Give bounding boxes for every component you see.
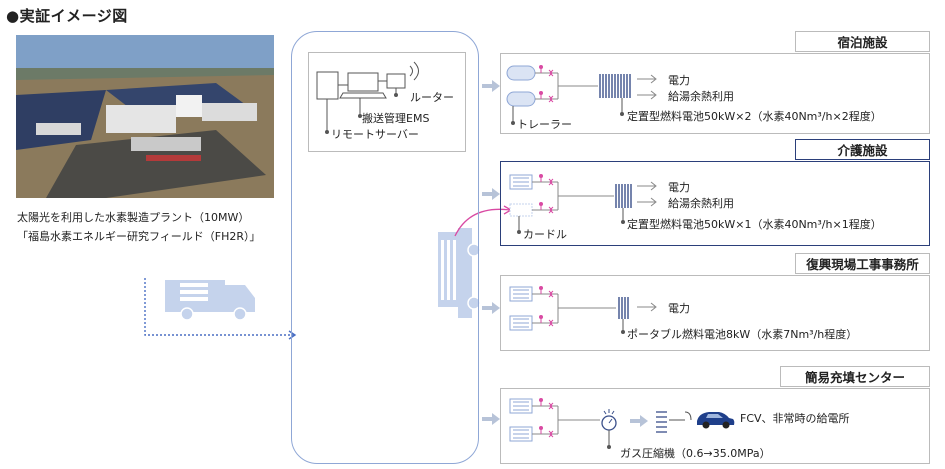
ems-control-box — [308, 52, 466, 152]
trailer-label: トレーラー — [517, 118, 572, 131]
compressor-icon — [601, 409, 617, 431]
section-title-filling-center: 簡易充填センター — [780, 366, 930, 387]
section-title-lodging: 宿泊施設 — [795, 31, 930, 52]
section-filling-center — [500, 388, 930, 464]
fcv-car-icon — [697, 412, 735, 429]
lodging-output-heat: 給湯余熱利用 — [668, 90, 734, 103]
delivery-curve-line — [454, 208, 511, 237]
router-label: ルーター — [410, 91, 454, 104]
fuel-cell-stack-3 — [618, 297, 629, 319]
section-nursing — [500, 161, 930, 246]
office-fuel-cell-spec: ポータブル燃料電池8kW（水素7Nm³/h程度） — [627, 328, 858, 341]
curdle-label: カードル — [523, 228, 567, 241]
hydrogen-distribution-hub — [291, 31, 479, 464]
section-lodging — [500, 53, 930, 134]
office-output-power: 電力 — [668, 302, 690, 315]
filling-output-fcv: FCV、非常時の給電所 — [740, 412, 850, 425]
section-title-nursing: 介護施設 — [795, 139, 930, 160]
section4-diagram — [509, 398, 735, 449]
hydrogen-plant-photo — [16, 35, 274, 198]
section-arrows — [482, 80, 500, 425]
compressor-spec: ガス圧縮機（0.6→35.0MPa） — [620, 447, 771, 460]
page-title: ●実証イメージ図 — [6, 7, 128, 25]
laptop-icon — [339, 72, 387, 99]
section1-diagram — [506, 65, 657, 125]
plant-caption-line1: 太陽光を利用した水素製造プラント（10MW） — [17, 211, 250, 224]
nursing-output-heat: 給湯余熱利用 — [668, 197, 734, 210]
fuel-cell-stack-1 — [599, 74, 631, 98]
hydrogen-truck-icon — [165, 280, 255, 321]
ems-label: 搬送管理EMS — [362, 112, 430, 125]
lodging-fuel-cell-spec: 定置型燃料電池50kW×2（水素40Nm³/h×2程度） — [627, 110, 882, 123]
lodging-output-power: 電力 — [668, 74, 690, 87]
storage-tank-icon — [656, 411, 667, 433]
nursing-output-power: 電力 — [668, 181, 690, 194]
section-construction-office — [500, 275, 930, 351]
section3-diagram — [509, 286, 657, 334]
transport-route-dotted-line — [144, 278, 295, 336]
fuel-cell-stack-2 — [615, 184, 632, 208]
section2-diagram — [509, 174, 657, 234]
section-title-construction-office: 復興現場工事事務所 — [795, 253, 930, 274]
remote-server-label: リモートサーバー — [331, 128, 419, 141]
plant-caption-line2: 「福島水素エネルギー研究フィールド（FH2R）」 — [17, 230, 261, 243]
nursing-fuel-cell-spec: 定置型燃料電池50kW×1（水素40Nm³/h×1程度） — [627, 218, 882, 231]
cylinder-trailer-icon — [438, 228, 481, 318]
